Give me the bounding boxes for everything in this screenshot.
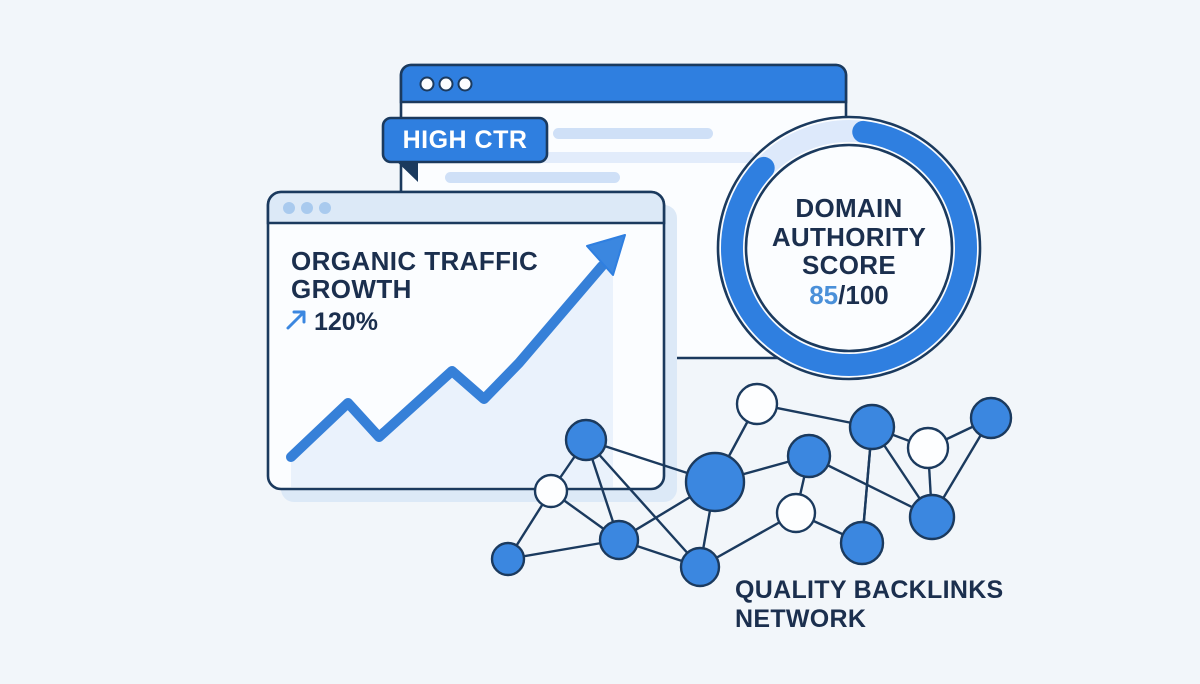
network-label-line-1: QUALITY BACKLINKS xyxy=(735,576,1004,604)
gauge-title-line-2: AUTHORITY xyxy=(772,222,926,252)
gauge-inner-ring xyxy=(744,143,954,353)
gauge-progress xyxy=(721,119,977,376)
gauge-title-line-1: DOMAIN xyxy=(795,193,902,223)
gauge-score: 85/100 xyxy=(809,280,889,310)
organic-traffic-card[interactable]: ORGANIC TRAFFIC GROWTH 120% xyxy=(266,190,677,502)
window-title-bar xyxy=(399,63,848,104)
window-dot-3 xyxy=(457,76,473,92)
window-dot-2 xyxy=(438,76,454,92)
network-node[interactable] xyxy=(598,519,640,561)
chart-area-fill xyxy=(291,253,613,487)
result-line-3 xyxy=(445,172,620,183)
result-line-2 xyxy=(540,152,755,163)
network-node[interactable] xyxy=(786,433,832,479)
network-node[interactable] xyxy=(533,473,569,509)
network-label-line-2: NETWORK xyxy=(735,605,866,633)
svg-text:85/100: 85/100 xyxy=(809,280,889,310)
arrow-up-right-icon xyxy=(286,310,306,330)
network-node[interactable] xyxy=(735,382,779,426)
network-node[interactable] xyxy=(684,451,746,513)
network-node[interactable] xyxy=(564,418,608,462)
gauge-title-line-3: SCORE xyxy=(802,250,896,280)
card-dots xyxy=(283,202,331,214)
network-edge xyxy=(585,439,701,568)
card-title-line-2: GROWTH xyxy=(291,274,412,304)
result-line-1 xyxy=(553,128,713,139)
backlinks-network[interactable]: QUALITY BACKLINKS NETWORK xyxy=(490,382,1013,633)
network-node[interactable] xyxy=(679,546,721,588)
window-dots xyxy=(419,76,473,92)
high-ctr-badge[interactable]: HIGH CTR xyxy=(381,116,549,182)
network-node[interactable] xyxy=(848,403,896,451)
network-node[interactable] xyxy=(839,520,885,566)
network-node[interactable] xyxy=(969,396,1013,440)
growth-arrow xyxy=(286,234,626,462)
badge-label: HIGH CTR xyxy=(403,126,528,154)
card-title-line-1: ORGANIC TRAFFIC xyxy=(291,246,538,276)
network-node[interactable] xyxy=(490,541,526,577)
badge-body xyxy=(381,116,549,164)
network-nodes xyxy=(490,382,1013,588)
card-metric-value: 120% xyxy=(314,308,378,336)
network-node[interactable] xyxy=(775,492,817,534)
result-lines xyxy=(445,128,755,183)
network-node[interactable] xyxy=(906,426,950,470)
card-title-bar xyxy=(266,190,666,225)
gauge-score-separator: / xyxy=(838,280,845,310)
gauge-score-value: 85 xyxy=(809,280,838,310)
gauge-score-max: 100 xyxy=(845,280,888,310)
card-dot-1 xyxy=(283,202,295,214)
domain-authority-gauge[interactable]: DOMAIN AUTHORITY SCORE 85/100 xyxy=(716,115,982,381)
card-dot-3 xyxy=(319,202,331,214)
network-node[interactable] xyxy=(908,493,956,541)
growth-arrow-head xyxy=(586,234,626,276)
card-dot-2 xyxy=(301,202,313,214)
window-dot-1 xyxy=(419,76,435,92)
